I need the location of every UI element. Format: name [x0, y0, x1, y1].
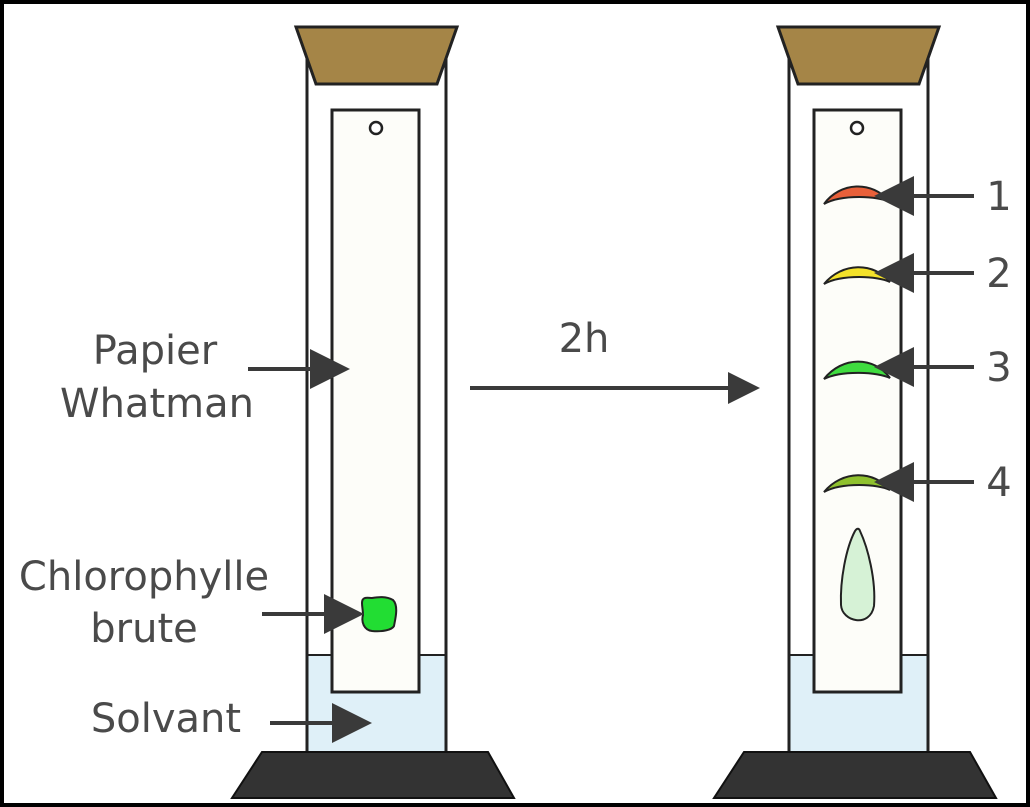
- left-paper-hole: [368, 120, 384, 136]
- raw-chlorophyll-spot: [360, 596, 398, 633]
- left-stopper: [293, 25, 460, 86]
- label-solvent: Solvant: [91, 696, 241, 742]
- label-time: 2h: [559, 316, 610, 362]
- label-chlorophyll-line2: brute: [90, 606, 197, 652]
- label-paper-line2: Whatman: [60, 381, 254, 427]
- left-base: [230, 751, 516, 799]
- right-base: [712, 751, 998, 799]
- right-stopper: [775, 25, 942, 86]
- right-cylinder: [712, 25, 998, 799]
- residue-drop: [839, 527, 876, 622]
- right-paper-hole: [849, 120, 865, 136]
- label-chlorophyll-line1: Chlorophylle: [19, 554, 269, 600]
- band-number-2: 2: [986, 251, 1011, 297]
- label-paper-line1: Papier: [93, 328, 218, 374]
- band-number-3: 3: [986, 345, 1011, 391]
- band-number-4: 4: [986, 460, 1011, 506]
- band-number-1: 1: [986, 174, 1011, 220]
